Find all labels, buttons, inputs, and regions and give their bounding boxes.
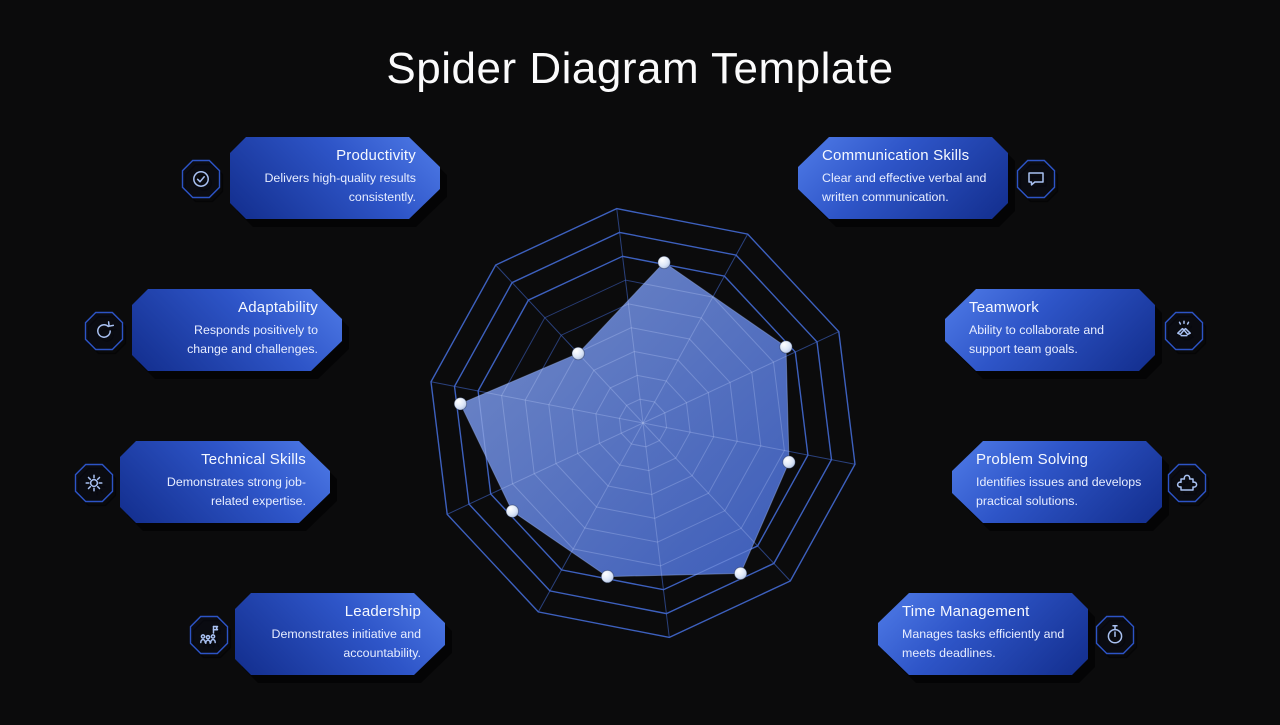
team-flag-icon bbox=[189, 615, 229, 655]
card-title: Teamwork bbox=[969, 299, 1039, 316]
data-point bbox=[657, 255, 671, 270]
data-point bbox=[600, 569, 615, 584]
card-teamwork-body: Teamwork Ability to collaborate and supp… bbox=[945, 289, 1155, 371]
data-point bbox=[782, 455, 796, 469]
card-technical-skills-body: Technical Skills Demonstrates strong job… bbox=[120, 441, 330, 523]
puzzle-icon bbox=[1167, 463, 1207, 503]
chat-bubble-icon bbox=[1016, 159, 1056, 199]
card-description: Manages tasks efficiently and meets dead… bbox=[902, 627, 1065, 660]
card-description: Delivers high-quality results consistent… bbox=[264, 171, 416, 204]
card-problem-solving: Problem Solving Identifies issues and de… bbox=[952, 441, 1162, 523]
radar-data-points bbox=[453, 255, 796, 584]
card-productivity: Productivity Delivers high-quality resul… bbox=[230, 137, 440, 219]
card-description: Demonstrates strong job-related expertis… bbox=[166, 475, 306, 508]
card-time-management-body: Time Management Manages tasks efficientl… bbox=[878, 593, 1088, 675]
card-time-management: Time Management Manages tasks efficientl… bbox=[878, 593, 1088, 675]
refresh-icon bbox=[84, 311, 124, 351]
card-description: Responds positively to change and challe… bbox=[187, 323, 318, 356]
card-title: Productivity bbox=[336, 147, 416, 164]
card-description: Ability to collaborate and support team … bbox=[969, 323, 1105, 356]
card-title: Leadership bbox=[344, 603, 421, 620]
card-title: Time Management bbox=[902, 603, 1030, 620]
card-title: Adaptability bbox=[238, 299, 318, 316]
gear-icon bbox=[74, 463, 114, 503]
card-productivity-body: Productivity Delivers high-quality resul… bbox=[230, 137, 440, 219]
card-communication-skills: Communication Skills Clear and effective… bbox=[798, 137, 1008, 219]
card-title: Problem Solving bbox=[976, 451, 1089, 468]
card-description: Identifies issues and develops practical… bbox=[976, 475, 1142, 508]
handshake-icon bbox=[1164, 311, 1204, 351]
data-point bbox=[505, 504, 519, 518]
card-problem-solving-body: Problem Solving Identifies issues and de… bbox=[952, 441, 1162, 523]
data-point bbox=[733, 566, 748, 581]
data-point bbox=[571, 346, 585, 361]
card-adaptability: Adaptability Responds positively to chan… bbox=[132, 289, 342, 371]
page-title: Spider Diagram Template bbox=[386, 44, 894, 93]
card-leadership-body: Leadership Demonstrates initiative and a… bbox=[235, 593, 445, 675]
card-description: Clear and effective verbal and written c… bbox=[822, 171, 987, 204]
card-technical-skills: Technical Skills Demonstrates strong job… bbox=[120, 441, 330, 523]
card-leadership: Leadership Demonstrates initiative and a… bbox=[235, 593, 445, 675]
data-point bbox=[453, 397, 468, 411]
card-title: Communication Skills bbox=[822, 147, 970, 164]
card-title: Technical Skills bbox=[201, 451, 306, 468]
stopwatch-icon bbox=[1095, 615, 1135, 655]
card-communication-skills-body: Communication Skills Clear and effective… bbox=[798, 137, 1008, 219]
card-teamwork: Teamwork Ability to collaborate and supp… bbox=[945, 289, 1155, 371]
check-badge-icon bbox=[181, 159, 221, 199]
card-description: Demonstrates initiative and accountabili… bbox=[271, 627, 421, 660]
card-adaptability-body: Adaptability Responds positively to chan… bbox=[132, 289, 342, 371]
data-point bbox=[779, 340, 793, 354]
